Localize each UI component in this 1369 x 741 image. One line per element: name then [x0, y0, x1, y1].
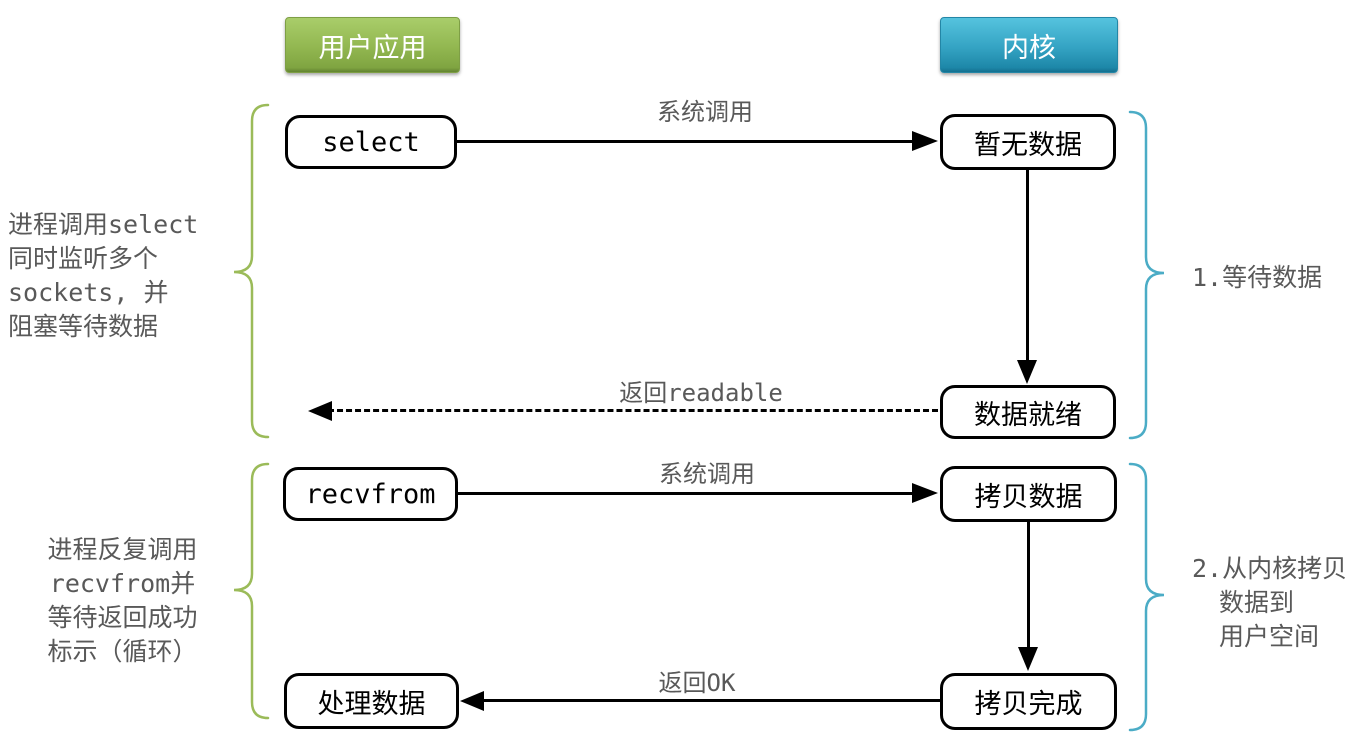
- annotation-line: 等待返回成功: [47, 603, 198, 632]
- right-brace-wait: [1128, 110, 1165, 440]
- syscall-label-2: 系统调用: [659, 460, 755, 488]
- wait-data-annotation: 1.等待数据: [1192, 263, 1323, 292]
- copy-done-box: 拷贝完成: [940, 673, 1117, 730]
- annotation-line: sockets, 并: [8, 278, 169, 307]
- wait-arrowhead: [1017, 360, 1037, 384]
- return-ok-label: 返回OK: [658, 669, 736, 697]
- syscall-label-1: 系统调用: [657, 98, 753, 126]
- annotation-line: recvfrom并: [49, 569, 196, 598]
- annotation-line: 数据到: [1219, 588, 1295, 617]
- left-brace-select: [233, 103, 270, 439]
- return-ok-arrowhead: [460, 691, 484, 711]
- data-ready-box: 数据就绪: [940, 385, 1116, 439]
- user-app-header: 用户应用: [285, 17, 460, 73]
- no-data-box: 暂无数据: [940, 114, 1116, 170]
- annotation-line: 同时监听多个: [8, 244, 159, 273]
- copy-arrow-line: [1027, 522, 1030, 649]
- kernel-header: 内核: [940, 17, 1118, 73]
- recvfrom-annotation: 进程反复调用 recvfrom并 等待返回成功 标示（循环）: [25, 533, 220, 669]
- syscall-arrowhead-1: [912, 131, 938, 151]
- annotation-line: 进程调用select: [8, 210, 199, 239]
- left-brace-recvfrom: [233, 462, 270, 720]
- return-readable-arrowhead: [308, 401, 332, 421]
- annotation-line: 2.从内核拷贝: [1192, 554, 1348, 583]
- syscall-arrow-line-2: [458, 492, 912, 495]
- copy-data-annotation: 2.从内核拷贝 数据到 用户空间: [1192, 552, 1347, 654]
- return-readable-label: 返回readable: [619, 379, 783, 407]
- annotation-line: 标示（循环）: [47, 637, 198, 666]
- return-readable-arrow-line: [328, 409, 938, 412]
- select-box: select: [285, 115, 457, 169]
- annotation-line: 阻塞等待数据: [8, 312, 159, 341]
- copy-data-box: 拷贝数据: [940, 466, 1117, 522]
- copy-arrowhead: [1018, 647, 1038, 671]
- annotation-line: 用户空间: [1219, 622, 1320, 651]
- recvfrom-box: recvfrom: [283, 467, 458, 521]
- annotation-line: 进程反复调用: [47, 535, 198, 564]
- return-ok-arrow-line: [482, 699, 940, 702]
- syscall-arrowhead-2: [912, 483, 938, 503]
- syscall-arrow-line-1: [457, 140, 912, 143]
- wait-arrow-line: [1026, 170, 1029, 362]
- select-annotation: 进程调用select 同时监听多个 sockets, 并 阻塞等待数据: [8, 208, 198, 344]
- process-data-box: 处理数据: [284, 673, 459, 729]
- right-brace-copy: [1128, 462, 1165, 732]
